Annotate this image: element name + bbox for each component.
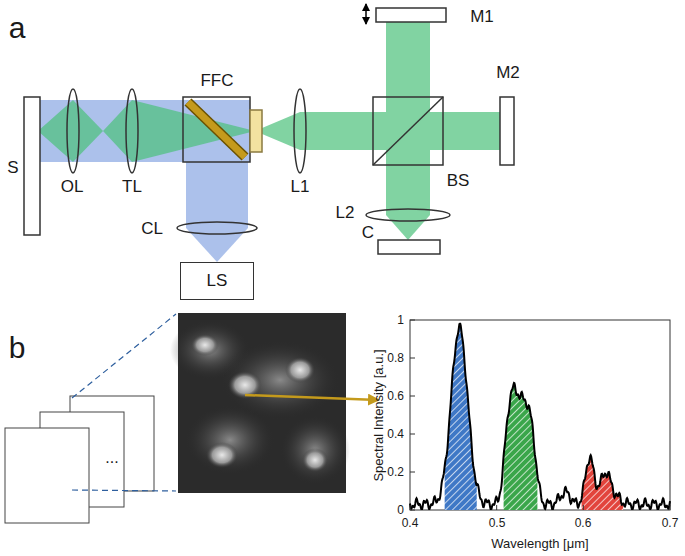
zoom-lines (72, 314, 176, 491)
pixel-arrow (245, 395, 378, 400)
part-label: ... (105, 450, 118, 466)
tick (410, 320, 415, 321)
spectrum-curve (410, 324, 670, 509)
tick-label: 0.4 (402, 517, 419, 529)
tick (410, 434, 415, 435)
tick (410, 505, 411, 510)
part-label: L2 (336, 204, 355, 221)
part-label: M2 (496, 64, 520, 81)
tick (410, 510, 415, 511)
tick-label: 0.6 (575, 517, 592, 529)
green-band (504, 383, 538, 510)
tick (410, 472, 415, 473)
tick (410, 358, 415, 359)
part-label: TL (122, 178, 142, 195)
tick-label: 0.7 (662, 517, 679, 529)
spectrum-plot (410, 320, 670, 510)
tick (583, 505, 584, 510)
part-label: BS (447, 172, 470, 189)
part-label: OL (61, 178, 84, 195)
light-source-box: LS (180, 262, 254, 300)
axis-title: Wavelength [μm] (491, 537, 588, 550)
optical-components (24, 8, 514, 254)
part-label: M1 (470, 8, 494, 25)
translation-arrow (365, 4, 367, 24)
part-label: b (9, 333, 26, 363)
tick-label: 0.4 (387, 428, 404, 440)
part-label: S (7, 159, 18, 176)
tick-label: 1 (397, 314, 404, 326)
part-label: C (362, 224, 374, 241)
emission-beam (38, 22, 500, 240)
tick-label: 0.5 (489, 517, 506, 529)
tick (410, 396, 415, 397)
image-stack (5, 396, 154, 523)
tick (496, 505, 497, 510)
tick (670, 505, 671, 510)
part-label: FFC (200, 72, 233, 89)
tick-label: 0.6 (387, 390, 404, 402)
axis-title: Spectral Intensity [a.u.] (371, 349, 384, 481)
tick-label: 0 (397, 504, 404, 516)
part-label: a (9, 13, 26, 43)
box-label: LS (207, 271, 228, 291)
part-label: L1 (291, 178, 310, 195)
cell-image (170, 313, 350, 493)
tick-label: 0.2 (387, 466, 404, 478)
part-label: CL (141, 220, 163, 237)
tick-label: 0.8 (387, 352, 404, 364)
